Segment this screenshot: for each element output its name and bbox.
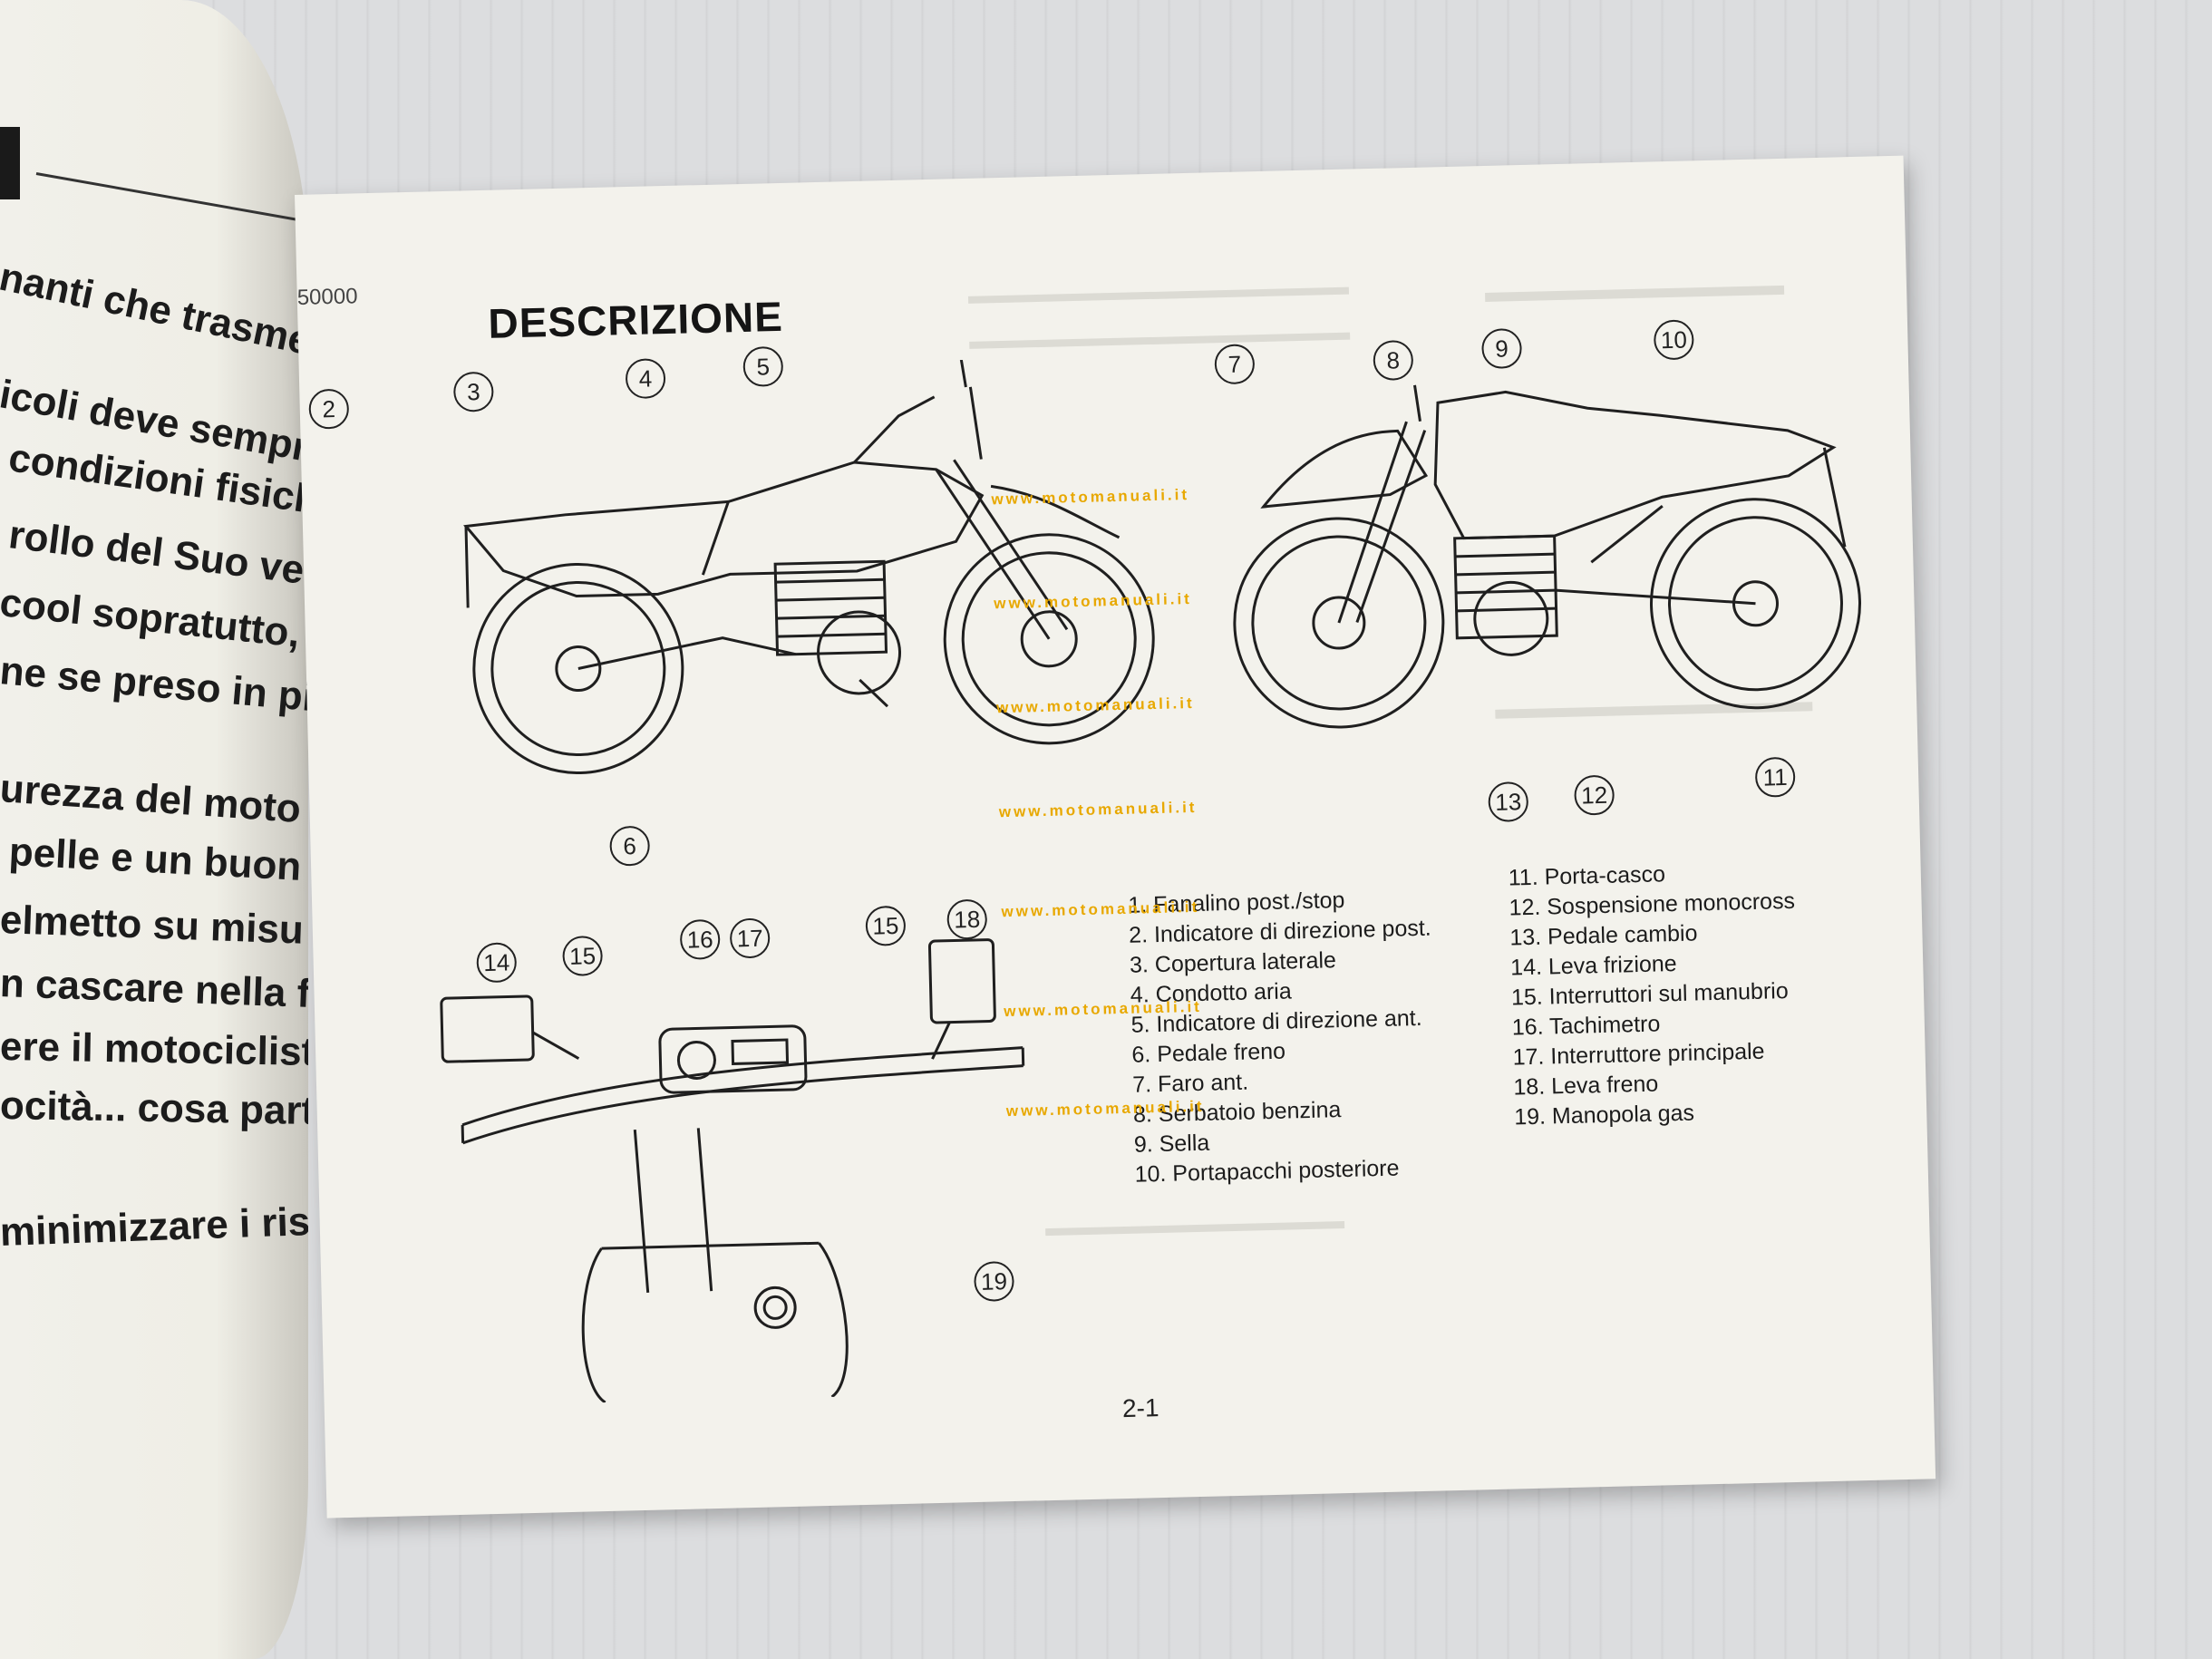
section-tab	[0, 127, 20, 199]
show-through	[1485, 285, 1785, 302]
left-text-line: ere il motociclist	[0, 1024, 308, 1075]
handlebar-view-figure	[440, 938, 1025, 1404]
left-text-line: n cascare nella f	[0, 961, 308, 1016]
motorcycle-left-view-figure	[463, 354, 1155, 775]
legend-left-column: 1. Fanalino post./stop 2. Indicatore di …	[1128, 884, 1438, 1190]
show-through	[967, 286, 1350, 304]
left-page: nanti che trasme icoli deve sempr condiz…	[0, 0, 308, 1659]
callout-2: 2	[308, 388, 350, 430]
page-number: 2-1	[1121, 1393, 1159, 1423]
legend-right-column: 11. Porta-casco 12. Sospensione monocros…	[1508, 857, 1800, 1133]
left-text-line: urezza del moto	[0, 766, 303, 832]
show-through	[1045, 1221, 1345, 1237]
motorcycle-right-view-figure	[1233, 384, 1861, 729]
left-text-line: nanti che trasme	[0, 254, 308, 364]
left-text-line: ne se preso in pic	[0, 648, 308, 723]
page-code: 50000	[296, 284, 358, 310]
callout-6: 6	[609, 825, 651, 867]
manual-page: 50000 DESCRIZIONE	[295, 155, 1936, 1518]
left-text-line: minimizzare i risc	[0, 1198, 308, 1255]
left-text-line: pelle e un buon	[7, 830, 303, 889]
page-title: DESCRIZIONE	[487, 292, 784, 347]
left-text-line: ocità... cosa parti	[0, 1083, 308, 1134]
left-text-line: elmetto su misu	[0, 897, 305, 953]
left-text-line: cool sopratutto,	[0, 580, 303, 656]
header-rule	[35, 172, 305, 223]
legend-item: 10. Portapacchi posteriore	[1134, 1155, 1400, 1188]
legend-item: 19. Manopola gas	[1513, 1100, 1695, 1130]
